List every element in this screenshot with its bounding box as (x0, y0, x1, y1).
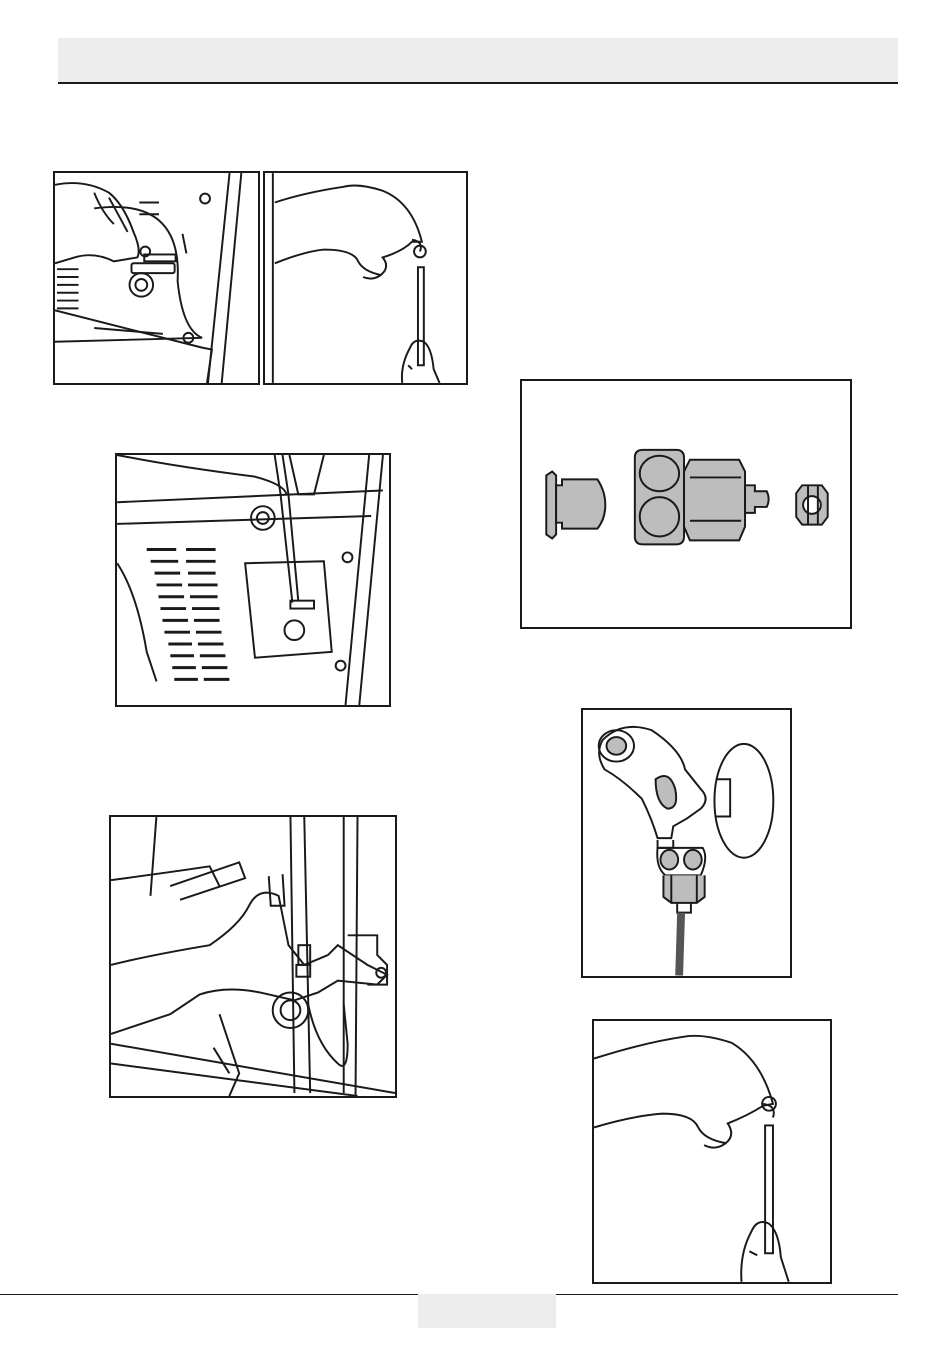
figure-fittings-kit (520, 379, 852, 629)
page-number-tab (418, 1294, 556, 1328)
figure-tube-routed (115, 453, 391, 707)
figure-nut-over-tube-2 (592, 1019, 832, 1284)
figure-nut-over-tube (263, 171, 468, 385)
hand-holding-nut-over-tube-icon (594, 1021, 830, 1282)
hand-holding-nut-over-tube-icon (265, 173, 466, 383)
figure-tap-adapter (581, 708, 792, 978)
tap-adapter-connected-icon (583, 710, 790, 976)
hand-fastening-tube-clamp-icon (111, 817, 395, 1096)
hand-on-valve-bracket-icon (55, 173, 258, 383)
tube-routed-into-rear-bracket-icon (117, 455, 389, 705)
fittings-kit-icon (522, 381, 850, 627)
figure-valve-bracket (53, 171, 260, 385)
figure-tube-clamp (109, 815, 397, 1098)
section-header-bar (58, 38, 898, 84)
